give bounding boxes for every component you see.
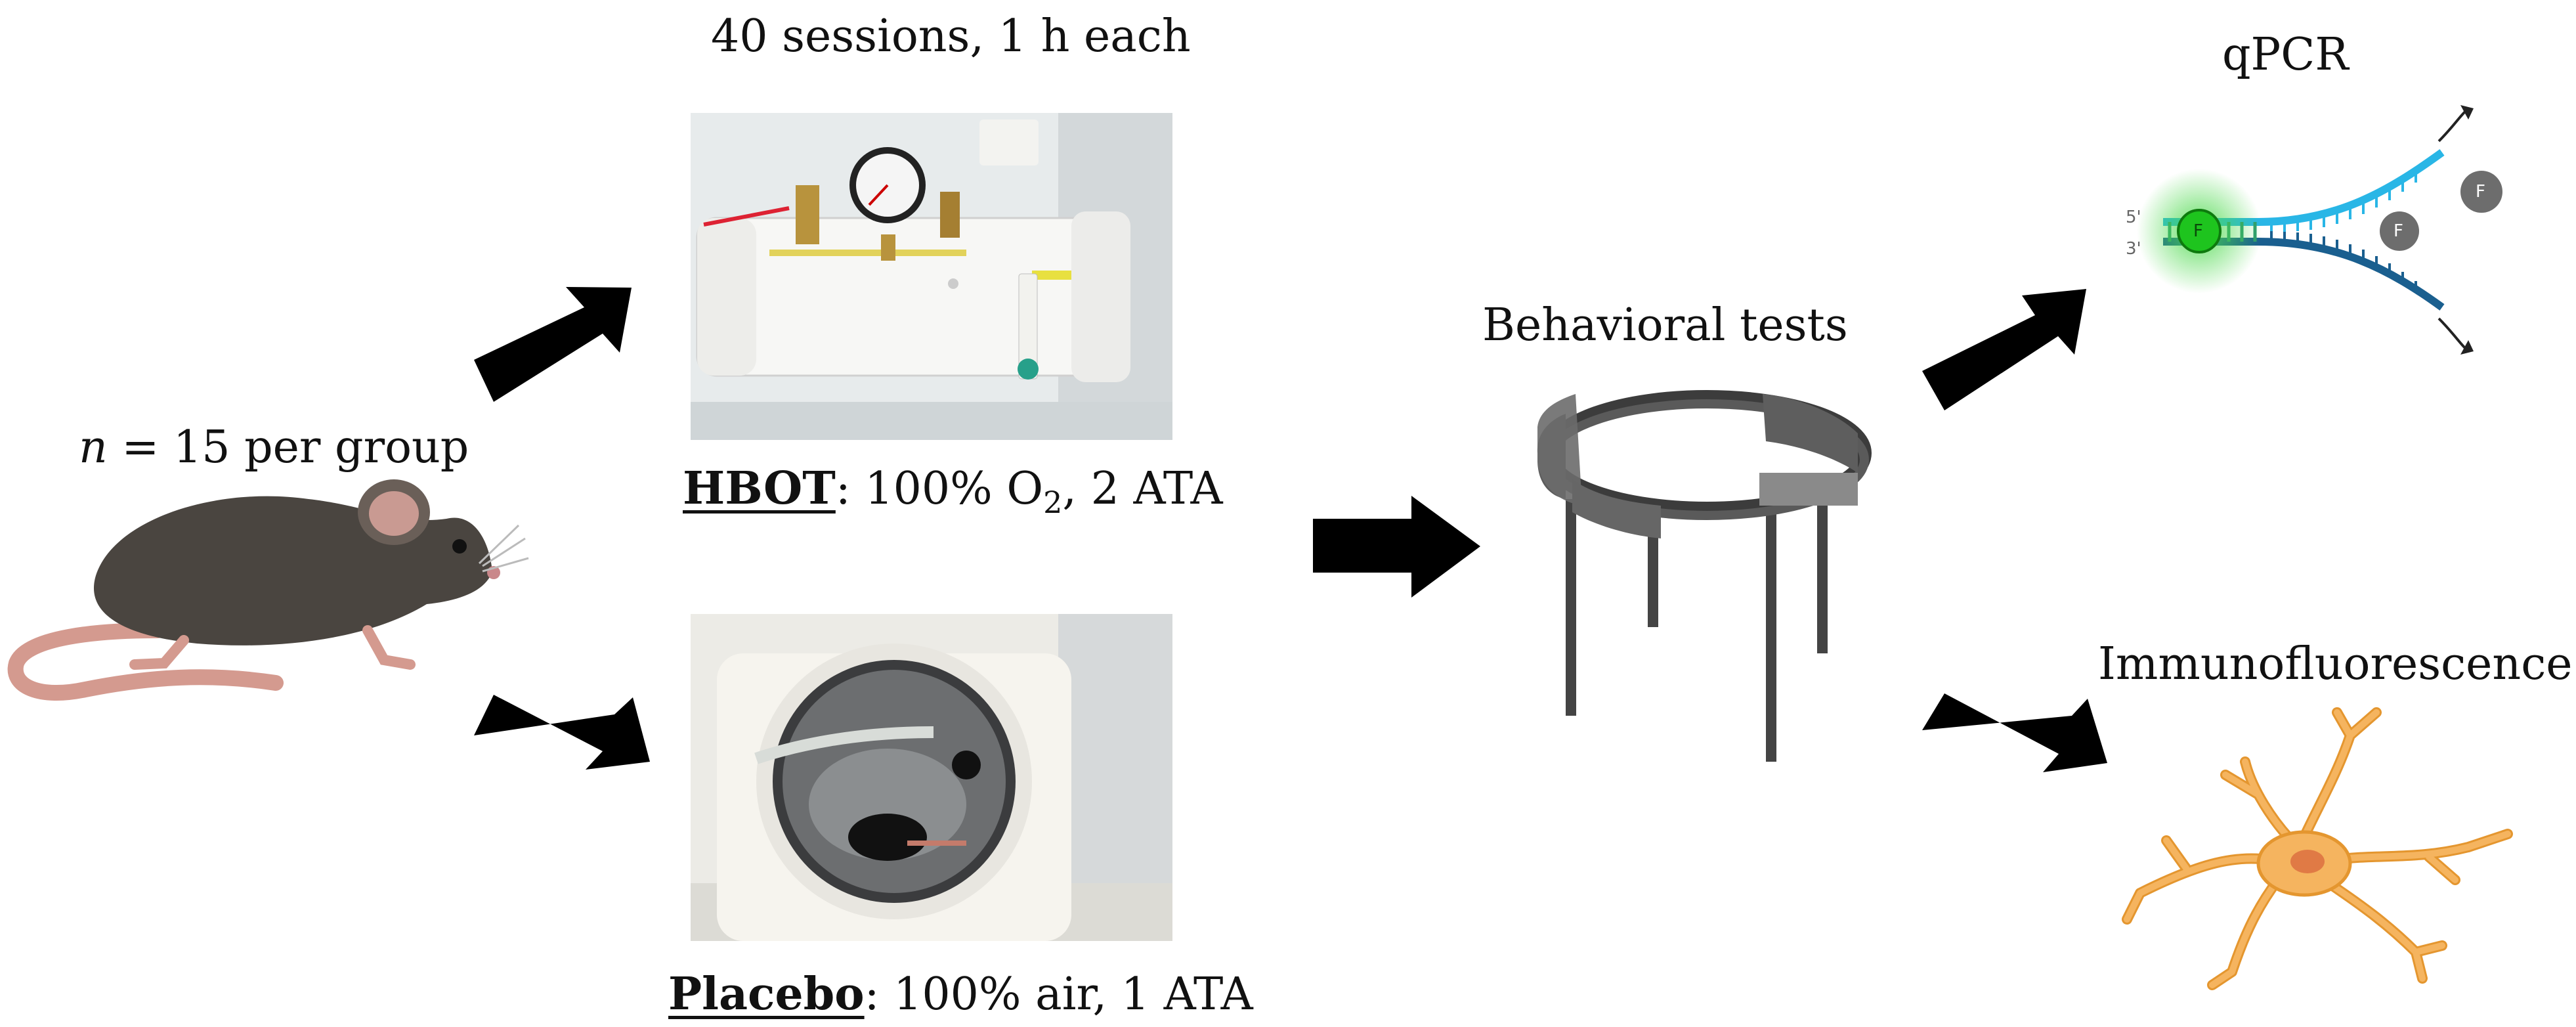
bound-fluorophore — [2177, 209, 2222, 253]
group-size-label: n = 15 per group — [79, 426, 469, 470]
behavioral-tests-label: Behavioral tests — [1482, 299, 1848, 351]
group-size-text: = 15 per group — [107, 422, 469, 473]
strand-3prime-label: 3' — [2126, 239, 2141, 259]
maze-wall-back — [1763, 394, 1858, 473]
group-n-symbol: n — [79, 422, 108, 473]
hbot-name: HBOT — [683, 462, 836, 515]
placebo-name: Placebo — [668, 968, 865, 1020]
hbot-desc-end: , 2 ATA — [1062, 463, 1223, 515]
dna-upper-strand — [2163, 149, 2445, 226]
sessions-label: 40 sessions, 1 h each — [711, 11, 1191, 62]
mouse-back-foot — [129, 635, 189, 670]
bound-fluorophore-label: F — [2193, 221, 2203, 241]
released-fluorophore-2 — [2460, 171, 2502, 213]
mouse-front-foot — [362, 625, 416, 670]
hbot-subscript: 2 — [1043, 485, 1063, 520]
mouse-tail — [7, 623, 284, 701]
released-fluorophore-2-label: F — [2476, 182, 2485, 202]
hbot-desc: : 100% O — [835, 463, 1044, 515]
qpcr-title: qPCR — [2222, 29, 2349, 81]
extension-arrow-down — [2460, 340, 2474, 355]
placebo-chamber-photo — [691, 614, 1172, 941]
neuron-nucleus — [2290, 850, 2325, 873]
extension-arrow-up — [2460, 105, 2474, 120]
released-fluorophore-1 — [2380, 211, 2419, 251]
placebo-desc: : 100% air, 1 ATA — [864, 969, 1253, 1020]
hbot-label: HBOT: 100% O2, 2 ATA — [683, 463, 1223, 517]
maze-wall-front-left — [1572, 479, 1661, 538]
hbot-chamber-photo — [691, 113, 1172, 440]
released-fluorophore-1-label: F — [2394, 221, 2403, 241]
placebo-label: Placebo: 100% air, 1 ATA — [668, 972, 1253, 1017]
dna-lower-strand — [2163, 238, 2445, 311]
strand-5prime-label: 5' — [2126, 208, 2141, 227]
mouse-eye — [452, 539, 467, 554]
immunofluorescence-label: Immunofluorescence — [2098, 638, 2573, 690]
maze-wall-front-right — [1759, 473, 1858, 506]
